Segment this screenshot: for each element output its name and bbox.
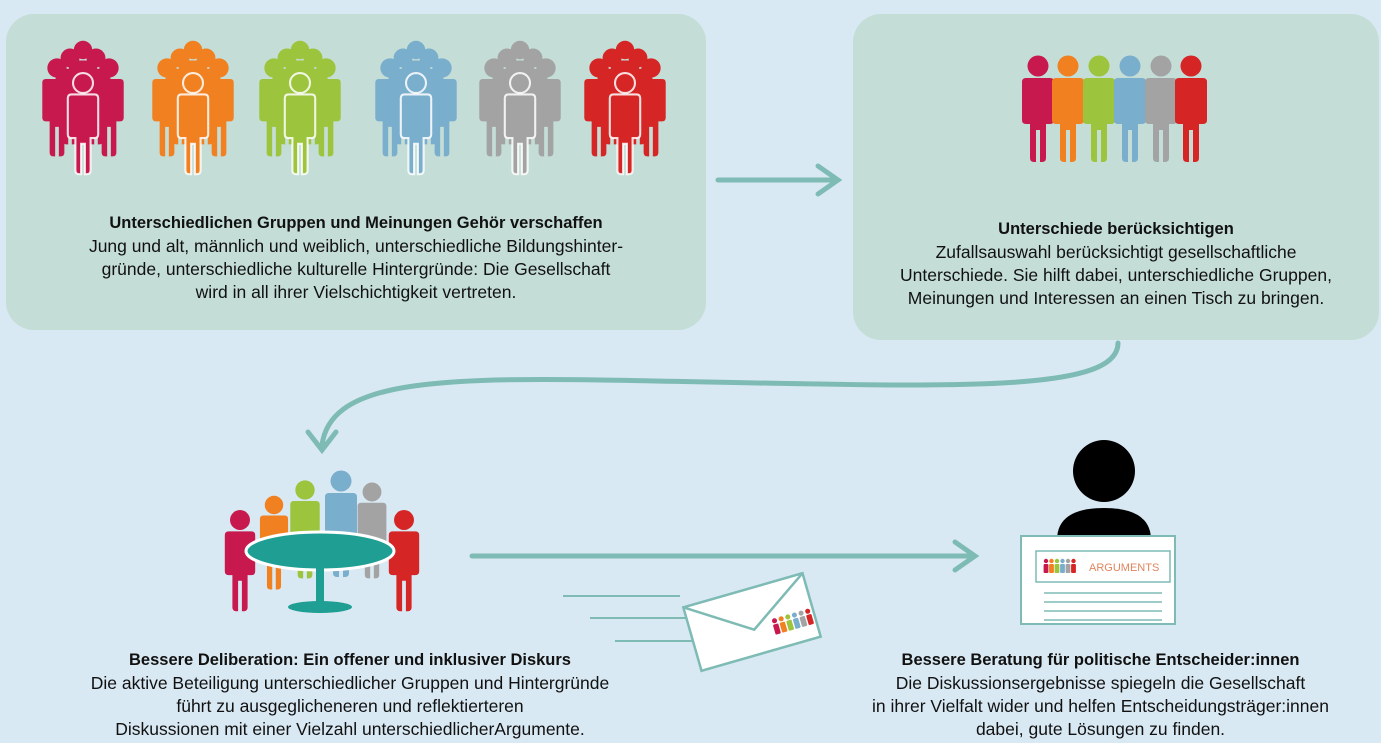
- argument-document-icon: ARGUMENTS: [1020, 535, 1176, 625]
- step4-text: Bessere Beratung für politische Entschei…: [820, 649, 1381, 741]
- step4-title: Bessere Beratung für politische Entschei…: [901, 651, 1300, 669]
- step1-title: Unterschiedlichen Gruppen und Meinungen …: [109, 214, 603, 232]
- crowd-red-icon: [584, 41, 665, 174]
- step2-panel: [853, 14, 1379, 340]
- crowd-magenta-icon: [42, 41, 123, 174]
- step2-title: Unterschiede berücksichtigen: [998, 220, 1234, 238]
- document-label: ARGUMENTS: [1089, 562, 1159, 574]
- envelope-icon: [563, 571, 823, 673]
- crowd-blue-icon: [375, 41, 456, 174]
- crowd-green-icon: [259, 41, 340, 174]
- crowd-orange-icon: [152, 41, 233, 174]
- step2-body: Zufallsauswahl berücksichtigt gesellscha…: [900, 242, 1332, 308]
- step3-text: Bessere Deliberation: Ein offener und in…: [0, 649, 700, 741]
- curved-arrow-icon: [305, 340, 1121, 455]
- arrow-right-icon: [715, 163, 843, 197]
- step3-title: Bessere Deliberation: Ein offener und in…: [129, 651, 571, 669]
- step1-text: Unterschiedlichen Gruppen und Meinungen …: [30, 212, 682, 304]
- step4-body: Die Diskussionsergebnisse spiegeln die G…: [872, 673, 1329, 739]
- step3-body: Die aktive Beteiligung unterschiedlicher…: [90, 673, 610, 739]
- step1-panel: [6, 14, 706, 330]
- step1-body: Jung und alt, männlich und weiblich, unt…: [88, 236, 624, 302]
- arrow-right-icon-2: [469, 539, 980, 573]
- decision-maker-icon: [1057, 440, 1151, 548]
- crowd-gray-icon: [479, 41, 560, 174]
- diverse-group-icon: [1022, 55, 1207, 162]
- step2-text: Unterschiede berücksichtigen Zufallsausw…: [858, 218, 1374, 310]
- round-table-icon: [224, 470, 420, 613]
